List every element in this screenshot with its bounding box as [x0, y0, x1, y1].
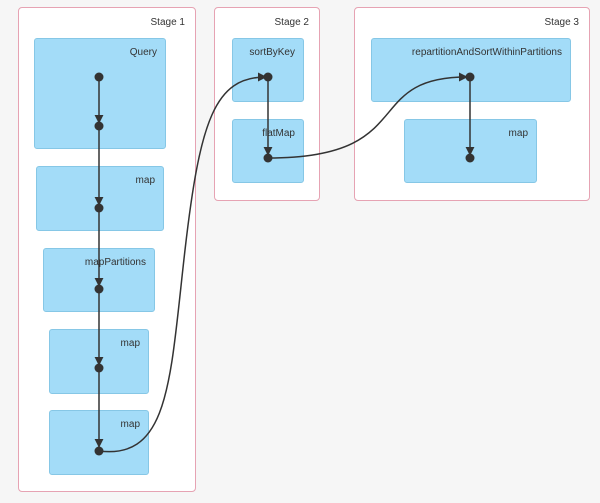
operation-query[interactable]: Query [34, 38, 166, 149]
operation-label: map [120, 419, 140, 430]
stage-title: Stage 1 [150, 17, 185, 28]
operation-label: repartitionAndSortWithinPartitions [411, 47, 562, 58]
operation-flatmap[interactable]: flatMap [232, 119, 304, 183]
operation-label: Query [129, 47, 157, 58]
operation-map-2[interactable]: map [49, 329, 149, 394]
operation-repartitionandsortwithinpartitions[interactable]: repartitionAndSortWithinPartitions [371, 38, 571, 102]
operation-map-1[interactable]: map [36, 166, 164, 231]
operation-label: map [120, 338, 140, 349]
operation-map-3[interactable]: map [49, 410, 149, 475]
operation-map-stage3[interactable]: map [404, 119, 537, 183]
operation-sortbykey[interactable]: sortByKey [232, 38, 304, 102]
operation-mappartitions[interactable]: mapPartitions [43, 248, 155, 312]
operation-label: mapPartitions [84, 257, 146, 268]
stage-title: Stage 2 [274, 17, 309, 28]
stage-title: Stage 3 [544, 17, 579, 28]
operation-label: map [508, 128, 528, 139]
operation-label: sortByKey [249, 47, 295, 58]
operation-label: map [135, 175, 155, 186]
operation-label: flatMap [262, 128, 295, 139]
